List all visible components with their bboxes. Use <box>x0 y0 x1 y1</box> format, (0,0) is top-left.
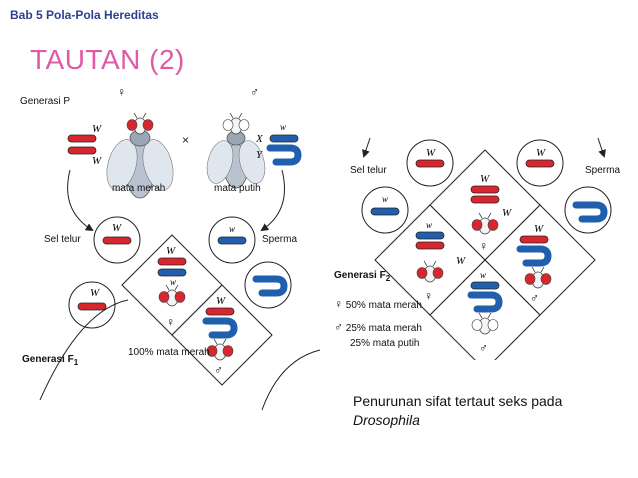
male-phenotype: mata putih <box>214 183 261 194</box>
svg-text:♂: ♂ <box>530 291 539 305</box>
f2-egg-label: Sel telur <box>350 165 387 176</box>
svg-text:W: W <box>92 123 102 135</box>
svg-text:w: w <box>229 224 235 234</box>
svg-text:Y: Y <box>256 149 264 161</box>
svg-text:♂: ♂ <box>214 363 223 377</box>
svg-text:W: W <box>112 222 122 234</box>
svg-text:W: W <box>536 147 546 159</box>
result-female: ♀ 50% mata merah <box>334 297 422 311</box>
svg-text:w: w <box>280 122 286 132</box>
male-fly-icon <box>206 112 266 189</box>
result-male-red: ♂ 25% mata merah <box>334 320 422 334</box>
svg-text:♂: ♂ <box>479 341 488 355</box>
svg-text:♀: ♀ <box>424 289 433 303</box>
svg-text:W: W <box>216 295 226 307</box>
right-diagram: W w W W ♀ W w ♀ W W ♂ w ♂ <box>361 137 612 360</box>
generation-p-label: Generasi P <box>20 96 71 107</box>
svg-text:W: W <box>166 245 176 257</box>
slide-title: TAUTAN (2) <box>30 44 185 75</box>
svg-text:w: w <box>382 194 388 204</box>
svg-text:W: W <box>92 155 102 167</box>
f1-result: 100% mata merah <box>128 347 210 358</box>
male-symbol: ♂ <box>250 85 259 99</box>
figure-caption: Penurunan sifat tertaut seks pada Drosop… <box>353 393 563 428</box>
sperm-label: Sperma <box>262 234 298 245</box>
punnett-diamond-f1 <box>121 234 273 386</box>
svg-text:W: W <box>480 173 490 185</box>
generation-f1-label: Generasi F1 <box>22 354 79 367</box>
female-symbol: ♀ <box>117 85 126 99</box>
result-male-white: 25% mata putih <box>350 338 420 349</box>
left-diagram: × W W w X Y W W w W w ♀ W ♂ <box>39 112 321 411</box>
female-phenotype: mata merah <box>112 183 166 194</box>
svg-text:W: W <box>534 223 544 235</box>
svg-text:w: w <box>426 220 432 230</box>
svg-text:♀: ♀ <box>166 315 175 329</box>
svg-text:X: X <box>255 133 264 145</box>
sperm-cell-2 <box>244 261 292 309</box>
svg-text:W: W <box>90 287 100 299</box>
svg-text:♀: ♀ <box>479 239 488 253</box>
egg-label: Sel telur <box>44 234 81 245</box>
svg-text:W: W <box>426 147 436 159</box>
generation-f2-label: Generasi F2 <box>334 270 391 283</box>
female-fly-icon <box>106 112 174 199</box>
svg-text:W: W <box>456 255 466 267</box>
chapter-label: Bab 5 Pola-Pola Hereditas <box>10 8 159 22</box>
svg-text:w: w <box>480 270 486 280</box>
svg-text:W: W <box>502 207 512 219</box>
cross-symbol: × <box>182 133 189 147</box>
svg-text:w: w <box>170 277 176 287</box>
f2-sperm-label: Sperma <box>585 165 621 176</box>
